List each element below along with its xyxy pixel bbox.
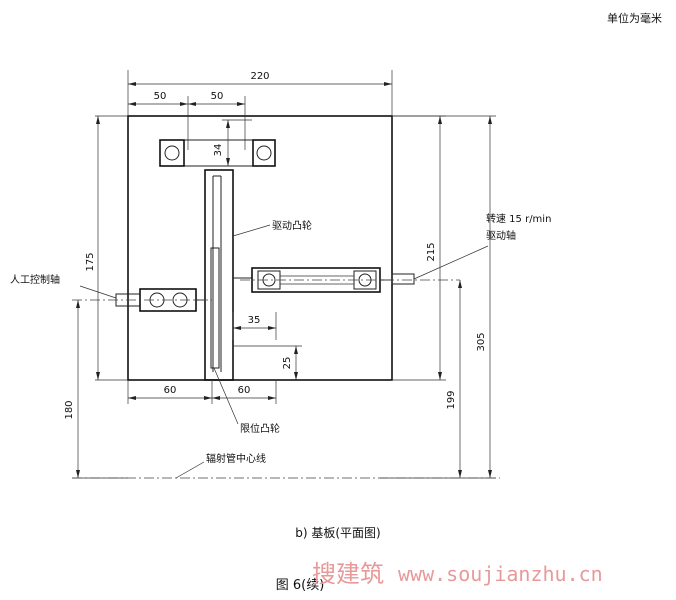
- arrow-25-top: [294, 346, 298, 354]
- label-drive-cam: 驱动凸轮: [272, 219, 312, 232]
- dim-180: 180: [64, 400, 75, 419]
- arrow-50-c: [188, 102, 196, 106]
- arrow-60-c: [212, 396, 220, 400]
- arrow-199-top: [458, 280, 462, 288]
- caption-figure: 图 6(续): [276, 578, 325, 593]
- arrow-50-d: [237, 102, 245, 106]
- arrow-180-bottom: [76, 470, 80, 478]
- arrow-50-a: [128, 102, 136, 106]
- label-drive-shaft: 驱动轴: [486, 229, 516, 242]
- arrow-175-bottom: [96, 372, 100, 380]
- unit-note: 单位为毫米: [607, 11, 662, 25]
- dim-25: 25: [282, 357, 293, 370]
- caption-sub: b) 基板(平面图): [295, 526, 380, 540]
- dim-175: 175: [85, 252, 96, 271]
- dim-60-right: 60: [238, 385, 251, 396]
- nut-left-hole: [164, 145, 180, 161]
- watermark-brand: 搜建筑: [312, 560, 384, 588]
- dim-199: 199: [446, 390, 457, 409]
- arrow-215-top: [438, 116, 442, 124]
- dim-220: 220: [250, 71, 269, 82]
- arrow-60-a: [128, 396, 136, 400]
- nut-right-hole: [256, 145, 272, 161]
- arrow-215-bottom: [438, 372, 442, 380]
- arrow-220-right: [384, 82, 392, 86]
- arrow-199-bottom: [458, 470, 462, 478]
- arrow-220-left: [128, 82, 136, 86]
- dim-215: 215: [426, 242, 437, 261]
- arrow-60-d: [268, 396, 276, 400]
- dim-60-left: 60: [164, 385, 177, 396]
- drive-cam-body: [210, 247, 220, 369]
- arrow-180-top: [76, 300, 80, 308]
- arrow-25-bottom: [294, 372, 298, 380]
- watermark-url: www.soujianzhu.cn: [398, 562, 603, 586]
- arrow-35-left: [233, 326, 241, 330]
- leader-drive-shaft: [413, 245, 489, 280]
- arrow-34-top: [226, 120, 230, 128]
- label-tube-centerline: 辐射管中心线: [206, 452, 266, 465]
- label-manual-shaft: 人工控制轴: [10, 273, 60, 286]
- leader-limit-cam: [213, 367, 239, 425]
- nut-left: [159, 139, 185, 167]
- arrow-60-b: [204, 396, 212, 400]
- drive-shaft-end: [391, 273, 415, 285]
- label-limit-cam: 限位凸轮: [240, 422, 280, 435]
- dim-35: 35: [248, 315, 261, 326]
- base-plate: [127, 115, 393, 381]
- arrow-34-bottom: [226, 158, 230, 166]
- arrow-175-top: [96, 116, 100, 124]
- leader-drive-cam: [232, 224, 271, 237]
- arrow-50-b: [180, 102, 188, 106]
- label-speed: 转速 15 r/min: [486, 212, 551, 225]
- dim-305: 305: [476, 332, 487, 351]
- arrow-305-top: [488, 116, 492, 124]
- dim-50-left: 50: [154, 91, 167, 102]
- leader-tube-centerline: [175, 461, 205, 479]
- nut-right: [252, 139, 276, 167]
- arrow-35-right: [268, 326, 276, 330]
- arrow-305-bottom: [488, 470, 492, 478]
- dim-34: 34: [213, 144, 224, 157]
- dim-50-right: 50: [211, 91, 224, 102]
